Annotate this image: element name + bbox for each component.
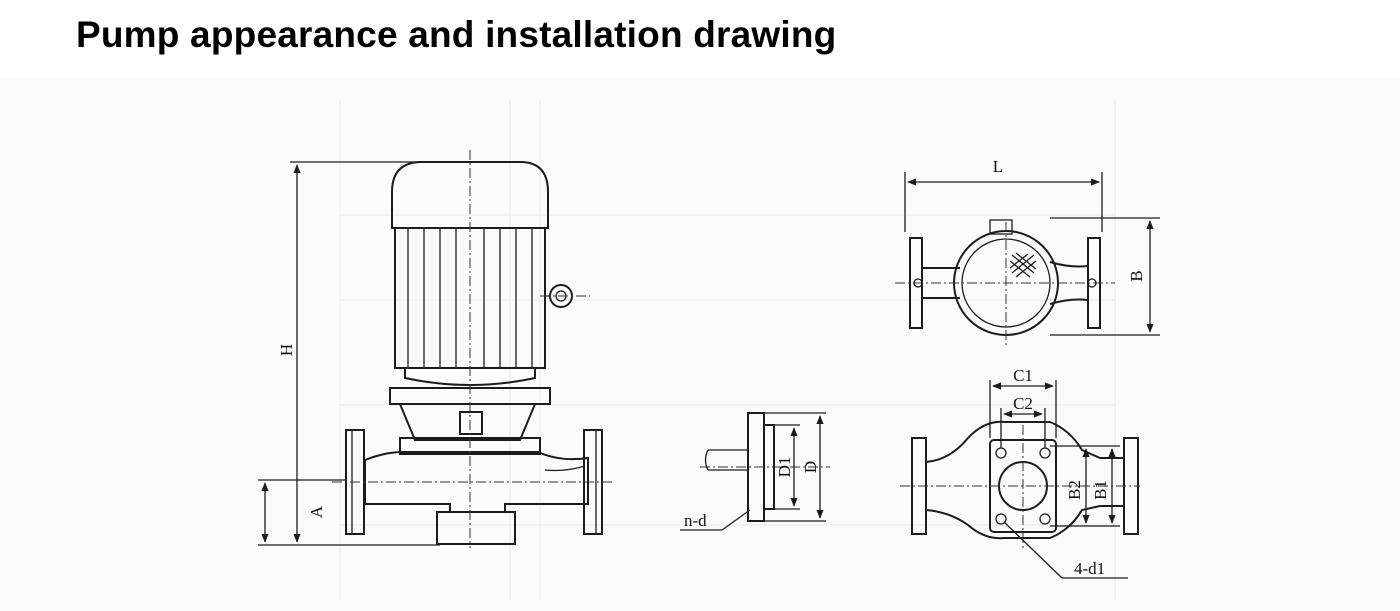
dim-label-n-d: n-d (684, 511, 707, 530)
flange-detail-view (680, 412, 830, 531)
drawing-background (0, 78, 1400, 611)
motor-fins (407, 228, 533, 368)
terminal-box (540, 284, 590, 308)
dim-label-B: B (1127, 270, 1146, 281)
dim-label-C1: C1 (1013, 366, 1033, 385)
dim-label-C2: C2 (1013, 394, 1033, 413)
dim-label-B1: B1 (1091, 480, 1110, 500)
dim-label-A: A (307, 505, 326, 518)
terminal-box-hatch (1009, 252, 1037, 278)
dim-label-B2: B2 (1065, 480, 1084, 500)
page-title: Pump appearance and installation drawing (76, 14, 837, 55)
pump-casing (364, 451, 589, 513)
dim-label-H: H (277, 344, 296, 356)
pump-top-view (895, 172, 1160, 345)
pump-front-view (258, 150, 612, 548)
dim-label-L: L (993, 157, 1003, 176)
pump-base (436, 511, 516, 545)
motor-fan-cover (391, 161, 549, 229)
pump-bottom-view (900, 380, 1140, 579)
dim-label-4-d1: 4-d1 (1074, 559, 1105, 578)
dim-label-D: D (801, 461, 820, 473)
dim-label-D1: D1 (775, 457, 794, 478)
shaft-coupling (459, 411, 483, 435)
pump-bracket (399, 403, 536, 441)
